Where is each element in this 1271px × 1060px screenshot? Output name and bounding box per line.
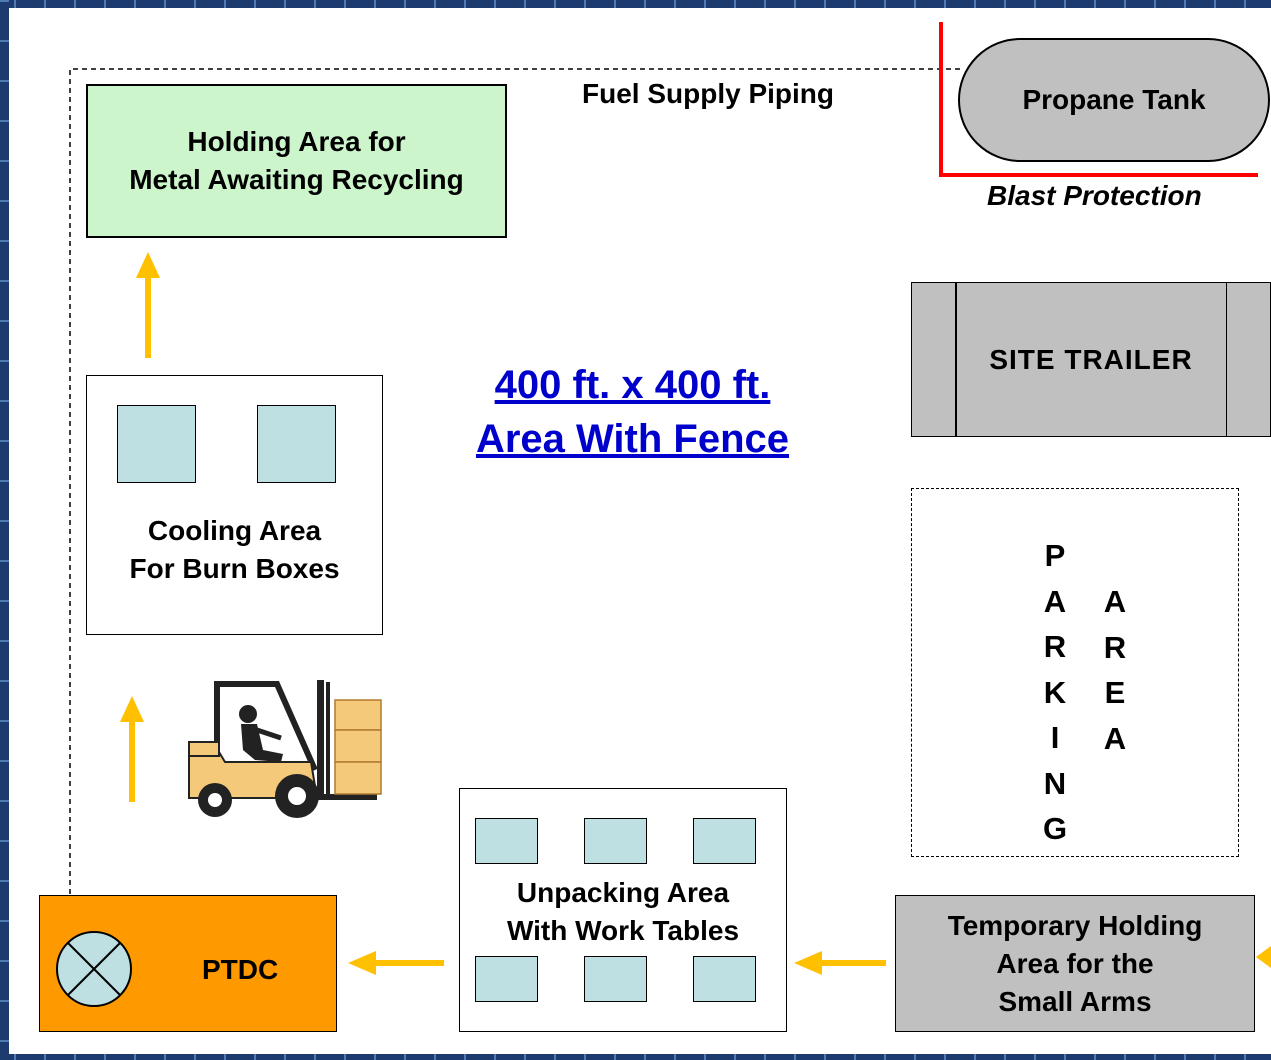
parking-col1-letter: R [1043, 629, 1067, 664]
propane-tank: Propane Tank [958, 38, 1270, 162]
arrow-up-to-holding [136, 252, 160, 278]
parking-col2-letter: A [1103, 584, 1127, 619]
trailer-divider-right [1225, 283, 1227, 436]
trailer-divider-left [955, 283, 957, 436]
arrow-left-to-ptdc [348, 951, 376, 975]
temporary-holding-area: Temporary Holding Area for the Small Arm… [895, 895, 1255, 1032]
holding-area-label-line1: Holding Area for [187, 126, 406, 157]
work-table-4 [475, 956, 538, 1002]
parking-col1-letter: I [1050, 720, 1060, 755]
burn-box-2 [257, 405, 336, 483]
ptdc-label: PTDC [202, 954, 279, 985]
arrow-left-incoming [1256, 946, 1271, 968]
work-table-5 [584, 956, 647, 1002]
area-title-line2: Area With Fence [475, 417, 790, 461]
blast-protection-label: Blast Protection [987, 180, 1202, 211]
temp-holding-label-line1: Temporary Holding [947, 909, 1203, 941]
unpacking-area-text: Unpacking Area With Work Tables [460, 874, 786, 950]
area-title: 400 ft. x 400 ft. Area With Fence [420, 358, 845, 466]
fuel-supply-piping-label: Fuel Supply Piping [582, 78, 834, 109]
burn-box-1 [117, 405, 196, 483]
unpacking-area-label-line2: With Work Tables [506, 915, 740, 946]
cooling-area-label-line2: For Burn Boxes [129, 553, 340, 584]
unpacking-area: Unpacking Area With Work Tables [459, 788, 787, 1032]
holding-area-metal-recycling: Holding Area for Metal Awaiting Recyclin… [86, 84, 507, 238]
arrow-left-to-unpacking [794, 951, 822, 975]
site-trailer: SITE TRAILER [911, 282, 1271, 437]
parking-col1-letter: P [1044, 538, 1066, 573]
propane-tank-label: Propane Tank [1022, 84, 1206, 115]
cooling-area-text: Cooling Area For Burn Boxes [87, 512, 382, 588]
parking-col1-letter: A [1043, 583, 1067, 619]
frame-left-border [0, 0, 9, 1060]
temp-holding-label-line3: Small Arms [998, 985, 1152, 1017]
frame-top-border [0, 0, 1271, 8]
blast-protection-wall [939, 22, 1258, 177]
parking-col2-letter: R [1103, 629, 1127, 665]
unpacking-area-label-line1: Unpacking Area [516, 877, 730, 908]
site-trailer-label: SITE TRAILER [989, 343, 1193, 375]
parking-col2-letter: A [1103, 720, 1127, 756]
valve-icon [56, 931, 132, 1007]
parking-col1-letter: K [1043, 674, 1067, 710]
work-table-2 [584, 818, 647, 864]
ptdc-unit: PTDC [39, 895, 337, 1032]
parking-col2-letter: E [1104, 675, 1126, 710]
forklift-icon [188, 680, 382, 818]
frame-bottom-border [0, 1054, 1271, 1060]
parking-col1-letter: N [1043, 765, 1067, 801]
cooling-area-label-line1: Cooling Area [147, 515, 322, 546]
work-table-1 [475, 818, 538, 864]
work-table-6 [693, 956, 756, 1002]
holding-area-label-line2: Metal Awaiting Recycling [129, 164, 464, 195]
cooling-area: Cooling Area For Burn Boxes [86, 375, 383, 635]
work-table-3 [693, 818, 756, 864]
flow-arrows [120, 252, 1271, 975]
temp-holding-label-line2: Area for the [996, 947, 1154, 979]
parking-col1-letter: G [1042, 811, 1068, 846]
area-title-line1: 400 ft. x 400 ft. [494, 363, 771, 407]
arrow-up-to-cooling [120, 696, 144, 722]
